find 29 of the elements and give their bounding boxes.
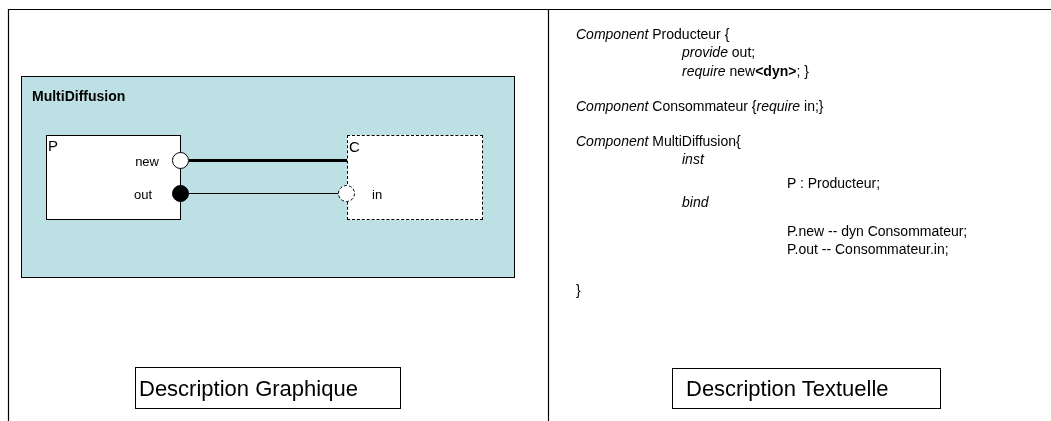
port-label: out xyxy=(133,188,152,201)
code-line: Component MultiDiffusion{ xyxy=(576,134,741,148)
caption-box xyxy=(135,367,401,409)
port-circle xyxy=(338,185,355,202)
code-line: Component Consommateur {require in;} xyxy=(576,99,824,113)
component-box xyxy=(46,135,181,220)
port-label: in xyxy=(372,188,383,201)
code-line: inst xyxy=(682,152,704,166)
code-line: Component Producteur { xyxy=(576,27,730,41)
code-line: require new<dyn>; } xyxy=(682,64,809,78)
connector-line xyxy=(188,192,339,195)
code-line: bind xyxy=(682,195,709,209)
port-circle xyxy=(172,152,189,169)
code-line: P : Producteur; xyxy=(787,176,881,190)
component-title: MultiDiffusion xyxy=(32,89,126,103)
code-line: provide out; xyxy=(682,45,756,59)
component-box xyxy=(347,135,483,220)
code-line: } xyxy=(576,283,581,297)
component-name: P xyxy=(48,138,58,153)
connector-line xyxy=(189,158,347,163)
component-name: C xyxy=(349,139,360,154)
code-line: P.out -- Consommateur.in; xyxy=(787,242,949,256)
caption-text: Description Graphique xyxy=(139,378,358,400)
port-label: new xyxy=(135,155,159,168)
port-circle xyxy=(172,185,189,202)
caption-box xyxy=(672,368,941,409)
container-box xyxy=(21,76,515,278)
caption-text: Description Textuelle xyxy=(686,378,889,400)
code-line: P.new -- dyn Consommateur; xyxy=(787,224,968,238)
